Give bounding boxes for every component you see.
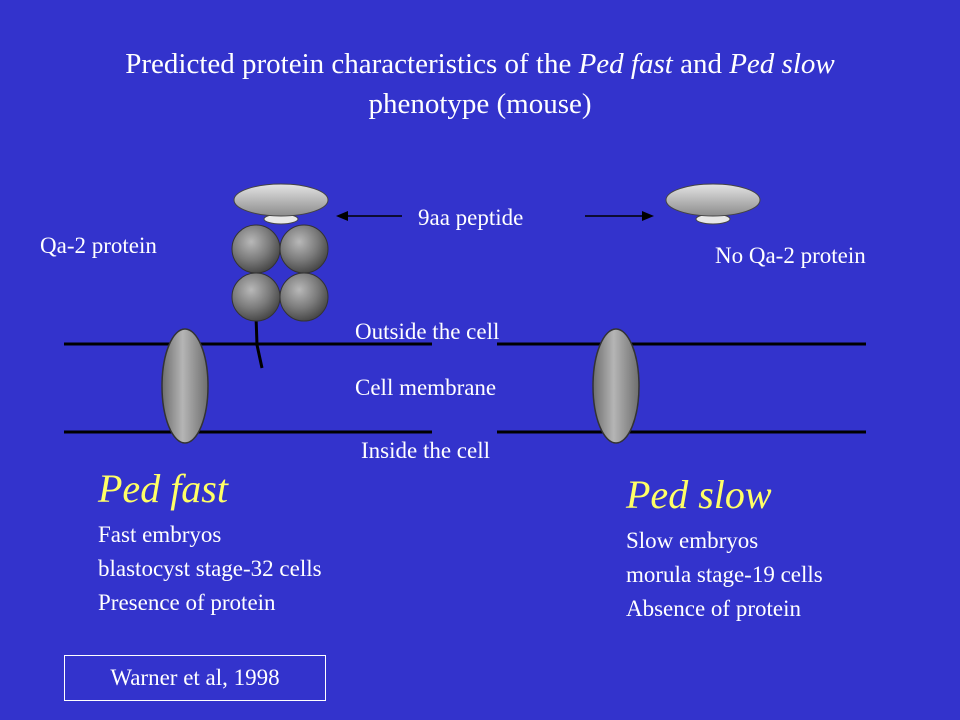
title-part-2: and — [672, 48, 730, 80]
ped-fast-description: Fast embryos blastocyst stage-32 cells P… — [98, 518, 322, 620]
label-inside-cell: Inside the cell — [361, 438, 491, 463]
qa2-domain-1 — [231, 224, 281, 274]
transmembrane-protein-left — [161, 328, 209, 444]
qa2-domain-4 — [279, 272, 329, 322]
label-no-qa2-protein: No Qa-2 protein — [715, 243, 866, 268]
qa2-domain-2 — [279, 224, 329, 274]
title-italic-1: Ped fast — [578, 48, 673, 80]
arrow-right-head — [642, 211, 654, 221]
label-peptide: 9aa peptide — [418, 205, 524, 230]
title-part-1: Predicted protein characteristics of the — [125, 48, 579, 80]
title-line-2: phenotype (mouse) — [368, 88, 592, 120]
page-title: Predicted protein characteristics of the… — [20, 44, 940, 124]
transmembrane-protein-right — [592, 328, 640, 444]
ped-slow-description: Slow embryos morula stage-19 cells Absen… — [626, 524, 823, 626]
ped-slow-line-3: Absence of protein — [626, 596, 801, 621]
label-cell-membrane: Cell membrane — [355, 375, 497, 400]
ped-slow-name: Ped slow — [626, 472, 772, 517]
gpi-anchor — [254, 315, 264, 369]
arrow-left-head — [336, 211, 348, 221]
disk-left — [233, 183, 329, 217]
ped-fast-line-3: Presence of protein — [98, 590, 276, 615]
ped-fast-line-1: Fast embryos — [98, 522, 222, 547]
label-qa2-protein: Qa-2 protein — [40, 233, 157, 258]
ped-fast-line-2: blastocyst stage-32 cells — [98, 556, 322, 581]
title-italic-2: Ped slow — [729, 48, 835, 80]
label-outside-cell: Outside the cell — [355, 319, 500, 344]
citation-box: Warner et al, 1998 — [64, 655, 326, 701]
disk-right — [665, 183, 761, 217]
ped-fast-name: Ped fast — [98, 466, 228, 511]
ped-slow-line-1: Slow embryos — [626, 528, 759, 553]
qa2-domain-3 — [231, 272, 281, 322]
ped-slow-line-2: morula stage-19 cells — [626, 562, 823, 587]
